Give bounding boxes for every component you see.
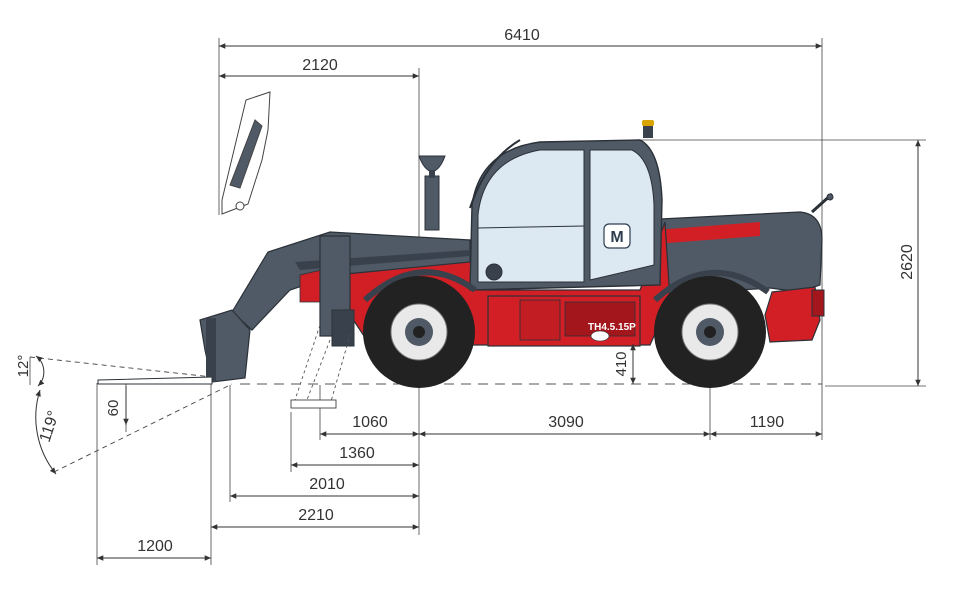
dimension-lines [35, 43, 921, 561]
cab-window-front [477, 149, 585, 283]
forks [97, 376, 213, 385]
machine: M TH4.5.15P [29, 91, 834, 473]
attachment-inset [221, 91, 271, 215]
dim-wheelbase: 3090 [548, 414, 584, 431]
cab-window-side [589, 149, 655, 281]
exhaust-stack [424, 175, 440, 231]
rear-wheel [654, 276, 766, 388]
dim-1200: 1200 [137, 538, 173, 555]
dim-1360: 1360 [339, 445, 375, 462]
front-wheel [363, 276, 475, 388]
dim-rear-overhang: 1190 [750, 414, 785, 431]
dim-height: 2620 [899, 244, 916, 280]
dim-fork-60: 60 [105, 400, 122, 417]
rear-counterweight [764, 286, 821, 343]
dim-overall-length: 6410 [504, 27, 540, 44]
dim-angle-119: 119° [37, 409, 63, 445]
dim-angle-12: 12° [15, 355, 32, 378]
dim-2120: 2120 [302, 57, 338, 74]
dim-2210: 2210 [298, 507, 334, 524]
brand-logo: M [610, 229, 623, 246]
dim-2010: 2010 [309, 476, 345, 493]
model-label: TH4.5.15P [588, 322, 636, 333]
dim-1060: 1060 [352, 414, 388, 431]
dim-ground-clearance: 410 [613, 351, 630, 376]
